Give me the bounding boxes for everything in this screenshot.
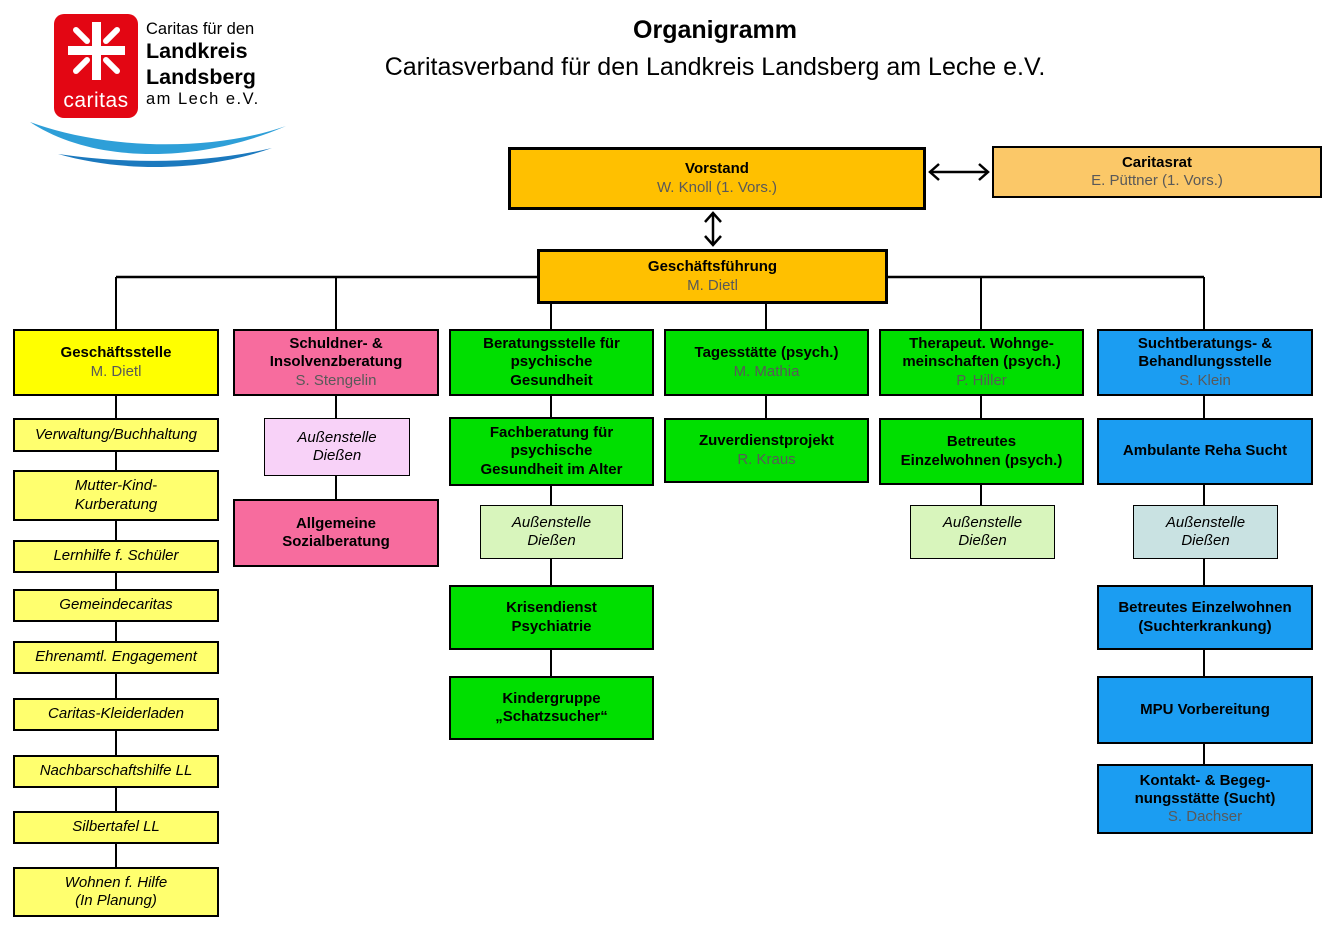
node-person: W. Knoll (1. Vors.) [656, 178, 778, 196]
node-aussenstelle-diessen-schuldner: Außenstelle Dießen [264, 418, 410, 476]
node-person: M. Mathia [733, 362, 800, 380]
node-nachbarschaftshilfe: Nachbarschaftshilfe LL [13, 755, 219, 788]
node-schuldnerberatung: Schuldner- & Insolvenzberatung S. Stenge… [233, 329, 439, 396]
node-lernhilfe-schueler: Lernhilfe f. Schüler [13, 540, 219, 573]
logo-line-2: Landkreis [146, 39, 248, 64]
node-therapeut-wohngemeinschaften: Therapeut. Wohnge- meinschaften (psych.)… [879, 329, 1084, 396]
logo-swoosh-icon [30, 122, 286, 167]
node-caritas-kleiderladen: Caritas-Kleiderladen [13, 698, 219, 731]
node-title: Suchtberatungs- & Behandlungsstelle [1137, 335, 1273, 371]
node-tagesstaette: Tagesstätte (psych.) M. Mathia [664, 329, 869, 396]
node-silbertafel: Silbertafel LL [13, 811, 219, 844]
node-person: M. Dietl [90, 362, 142, 380]
node-gemeindecaritas: Gemeindecaritas [13, 589, 219, 622]
node-betreutes-einzelwohnen-sucht: Betreutes Einzelwohnen (Suchterkrankung) [1097, 585, 1313, 650]
node-vorstand: Vorstand W. Knoll (1. Vors.) [508, 147, 926, 210]
node-person: S. Klein [1179, 371, 1231, 389]
caritas-wordmark: caritas [63, 89, 129, 112]
node-betreutes-einzelwohnen-psych: Betreutes Einzelwohnen (psych.) [879, 418, 1084, 485]
node-aussenstelle-diessen-wohngem: Außenstelle Dießen [910, 505, 1055, 559]
title-block: Organigramm Caritasverband für den Landk… [240, 16, 1190, 82]
logo-org-name: Caritas für den Landkreis Landsberg am L… [146, 20, 260, 110]
node-verwaltung-buchhaltung: Verwaltung/Buchhaltung [13, 418, 219, 452]
node-suchtberatungsstelle: Suchtberatungs- & Behandlungsstelle S. K… [1097, 329, 1313, 396]
page-subtitle: Caritasverband für den Landkreis Landsbe… [384, 53, 1046, 81]
node-mpu-vorbereitung: MPU Vorbereitung [1097, 676, 1313, 744]
node-title: Schuldner- & Insolvenzberatung [269, 335, 403, 371]
node-title: Geschäftsführung [647, 258, 778, 276]
vorstand-caritasrat-arrow [928, 163, 990, 181]
node-fachberatung-alter: Fachberatung für psychische Gesundheit i… [449, 417, 654, 486]
logo-line-1: Caritas für den [146, 20, 255, 38]
node-person: P. Hiller [956, 371, 1007, 389]
node-title: Caritasrat [1121, 153, 1193, 171]
caritas-logo: caritas Caritas für den Landkreis Landsb… [30, 8, 288, 173]
node-title: Therapeut. Wohnge- meinschaften (psych.) [902, 335, 1061, 371]
node-title: Kontakt- & Begeg- nungsstätte (Sucht) [1134, 771, 1276, 807]
node-geschaeftsstelle: Geschäftsstelle M. Dietl [13, 329, 219, 396]
node-geschaeftsfuehrung: Geschäftsführung M. Dietl [537, 249, 888, 304]
node-person: M. Dietl [687, 276, 738, 294]
vorstand-gf-arrow [704, 211, 722, 247]
node-title: Geschäftsstelle [60, 344, 172, 362]
node-aussenstelle-diessen-sucht: Außenstelle Dießen [1133, 505, 1278, 559]
node-wohnen-f-hilfe: Wohnen f. Hilfe (In Planung) [13, 867, 219, 917]
node-kindergruppe-schatzsucher: Kindergruppe „Schatzsucher“ [449, 676, 654, 740]
node-caritasrat: Caritasrat E. Püttner (1. Vors.) [992, 146, 1322, 198]
node-aussenstelle-diessen-beratung: Außenstelle Dießen [480, 505, 623, 559]
node-mutter-kind-kurberatung: Mutter-Kind- Kurberatung [13, 470, 219, 521]
node-person: S. Dachser [1167, 808, 1243, 826]
node-beratungsstelle-psych-gesundheit: Beratungsstelle für psychische Gesundhei… [449, 329, 654, 396]
node-krisendienst-psychiatrie: Krisendienst Psychiatrie [449, 585, 654, 650]
page-title: Organigramm [633, 16, 797, 44]
node-title: Vorstand [685, 160, 749, 178]
logo-line-4: am Lech e.V. [146, 90, 260, 109]
node-title: Zuverdienstprojekt [698, 432, 835, 450]
node-zuverdienstprojekt: Zuverdienstprojekt R. Kraus [664, 418, 869, 483]
node-person: E. Püttner (1. Vors.) [1091, 172, 1223, 189]
node-person: S. Stengelin [295, 371, 377, 389]
node-person: R. Kraus [737, 450, 796, 468]
node-ehrenamtl-engagement: Ehrenamtl. Engagement [13, 641, 219, 674]
node-kontakt-begegnungsstaette: Kontakt- & Begeg- nungsstätte (Sucht) S.… [1097, 764, 1313, 834]
logo-line-3: Landsberg [146, 64, 256, 89]
node-ambulante-reha-sucht: Ambulante Reha Sucht [1097, 418, 1313, 485]
node-title: Tagesstätte (psych.) [694, 344, 839, 362]
caritas-flame-cross-icon: caritas [54, 14, 138, 118]
node-title: Beratungsstelle für psychische Gesundhei… [483, 335, 620, 389]
node-allgemeine-sozialberatung: Allgemeine Sozialberatung [233, 499, 439, 567]
